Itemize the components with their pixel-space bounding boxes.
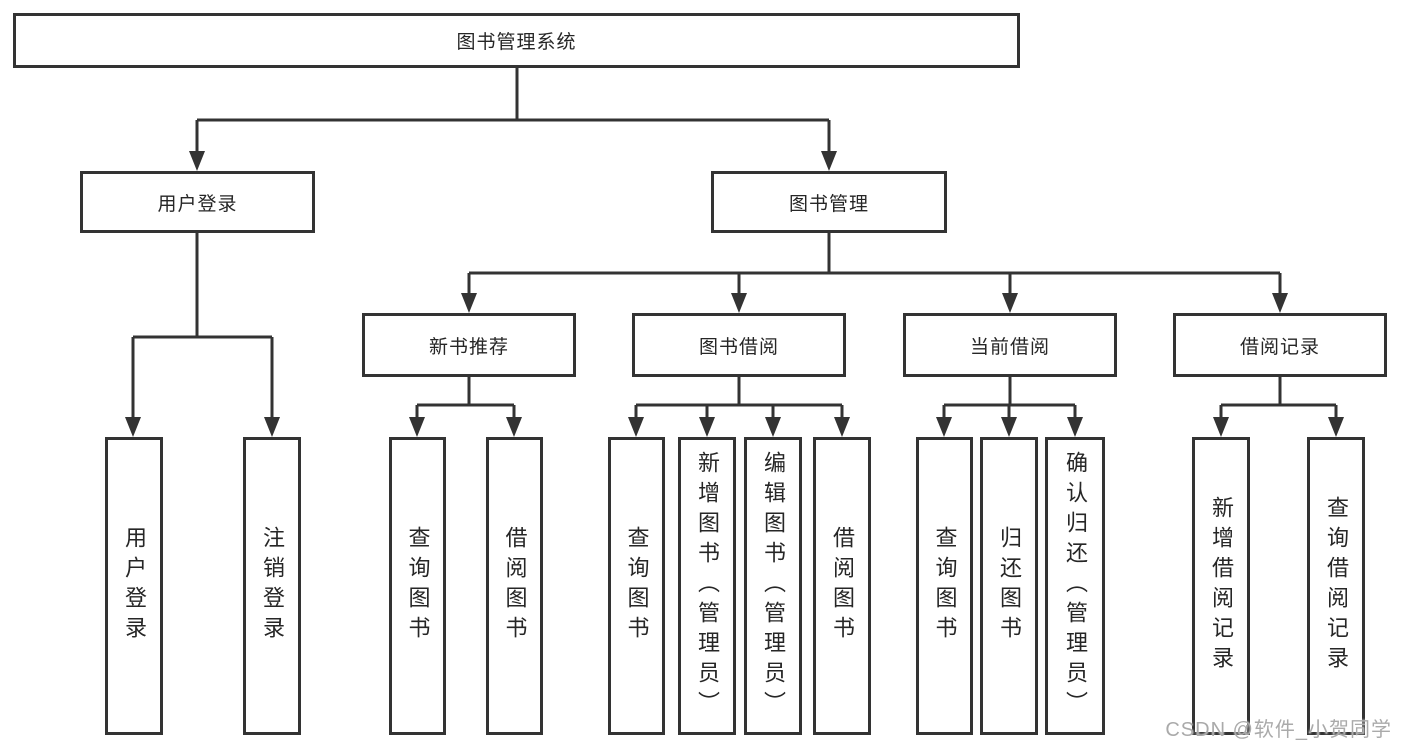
leaf-user-login: 用户登录 — [105, 437, 163, 735]
leaf-add-book-admin: 新增图书（管理员） — [678, 437, 736, 735]
leaf-edit-book-admin-label: 编辑图书（管理员） — [761, 451, 786, 721]
node-root: 图书管理系统 — [13, 13, 1020, 68]
node-borrowing-records: 借阅记录 — [1173, 313, 1387, 377]
leaf-confirm-return-admin: 确认归还（管理员） — [1045, 437, 1105, 735]
node-current-borrowing-label: 当前借阅 — [969, 336, 1050, 358]
leaf-confirm-return-admin-label: 确认归还（管理员） — [1063, 451, 1088, 721]
node-book-management-label: 图书管理 — [788, 193, 869, 215]
leaf-borrow-books-label: 借阅图书 — [502, 526, 528, 646]
node-root-label: 图书管理系统 — [456, 32, 577, 53]
leaf-edit-book-admin: 编辑图书（管理员） — [744, 437, 802, 735]
leaf-add-borrow-record-label: 新增借阅记录 — [1209, 496, 1234, 676]
leaf-add-book-admin-label: 新增图书（管理员） — [695, 451, 720, 721]
node-user-login-label: 用户登录 — [157, 193, 238, 215]
node-book-borrowing: 图书借阅 — [632, 313, 846, 377]
leaf-query-borrow-record-label: 查询借阅记录 — [1324, 496, 1349, 676]
leaf-borrow-books-under-borrowing: 借阅图书 — [813, 437, 871, 735]
node-new-book-recommendation: 新书推荐 — [362, 313, 576, 377]
leaf-query-books-label: 查询图书 — [405, 526, 431, 646]
leaf-logout-label: 注销登录 — [260, 526, 285, 646]
node-user-login: 用户登录 — [80, 171, 315, 233]
leaf-add-borrow-record: 新增借阅记录 — [1192, 437, 1250, 735]
leaf-query-borrow-record: 查询借阅记录 — [1307, 437, 1365, 735]
leaf-query-books-under-current: 查询图书 — [916, 437, 973, 735]
node-borrowing-records-label: 借阅记录 — [1239, 336, 1320, 358]
csdn-watermark: CSDN @软件_小贺同学 — [1165, 719, 1392, 741]
leaf-query-books-under-borrowing: 查询图书 — [608, 437, 665, 735]
node-book-management: 图书管理 — [711, 171, 947, 233]
leaf-query-books-label: 查询图书 — [932, 526, 958, 646]
arrowheads — [125, 151, 1344, 437]
leaf-borrow-books-under-recommendation: 借阅图书 — [486, 437, 543, 735]
leaf-query-books-label: 查询图书 — [624, 526, 650, 646]
connector-lines — [131, 68, 1338, 417]
node-current-borrowing: 当前借阅 — [903, 313, 1117, 377]
leaf-return-book-label: 归还图书 — [997, 526, 1022, 646]
leaf-logout: 注销登录 — [243, 437, 301, 735]
leaf-query-books-under-recommendation: 查询图书 — [389, 437, 446, 735]
node-new-book-recommendation-label: 新书推荐 — [428, 336, 509, 358]
node-book-borrowing-label: 图书借阅 — [698, 336, 779, 358]
leaf-borrow-books-label: 借阅图书 — [830, 526, 855, 646]
leaf-user-login-label: 用户登录 — [122, 526, 147, 646]
leaf-return-book: 归还图书 — [980, 437, 1038, 735]
